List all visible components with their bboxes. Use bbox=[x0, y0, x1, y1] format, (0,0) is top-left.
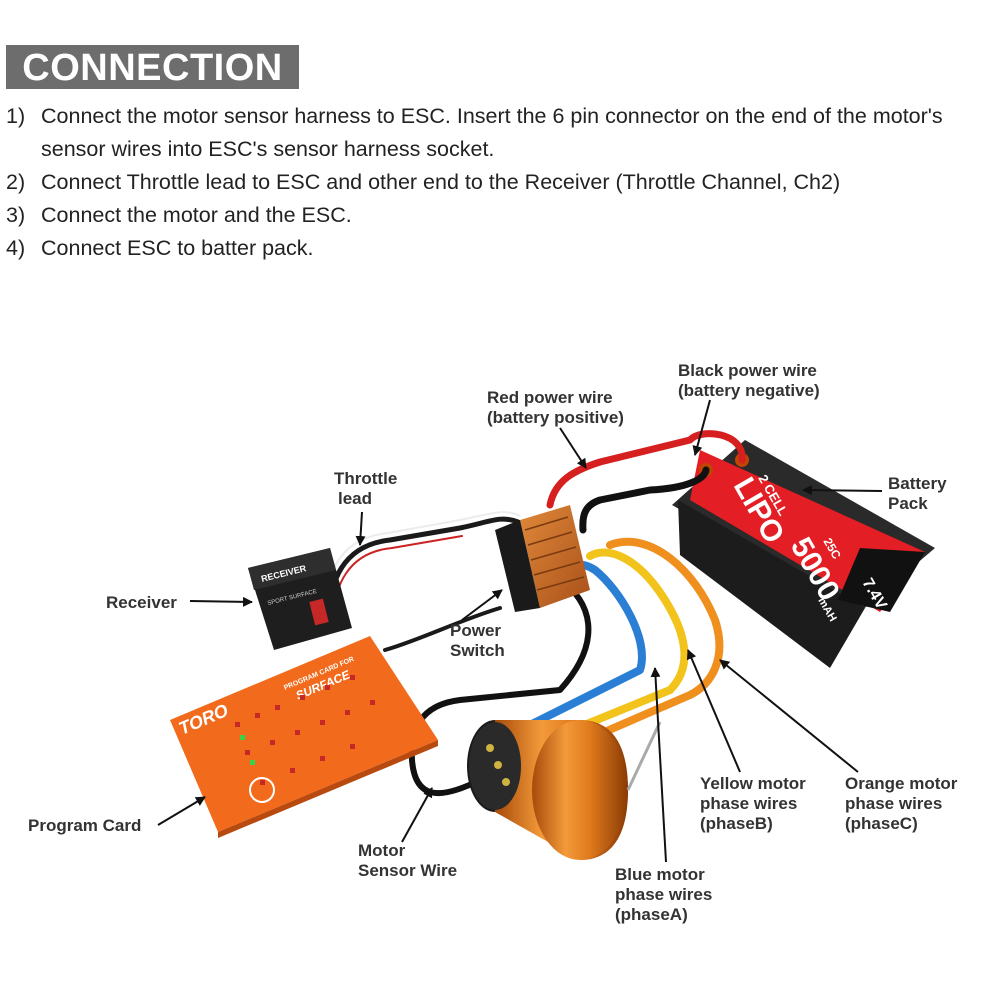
throttle-arrow bbox=[355, 511, 366, 546]
section-title-background bbox=[6, 45, 299, 89]
black-wire-label-line1: Black power wire bbox=[678, 361, 817, 380]
program-card-board bbox=[170, 636, 438, 832]
throttle-label-line2: lead bbox=[338, 489, 372, 508]
instruction-step-3: 3) Connect the motor and the ESC. bbox=[6, 199, 1000, 232]
receiver-top bbox=[248, 548, 336, 590]
battery-rating-badge bbox=[818, 531, 848, 565]
throttle-label-line1: Throttle bbox=[334, 469, 397, 488]
sensor-wire-label-line1: Motor bbox=[358, 841, 406, 860]
program-card-green-leds bbox=[240, 735, 255, 765]
yellow-label-line2: phase wires bbox=[700, 794, 797, 813]
step-number: 4) bbox=[6, 236, 26, 260]
receiver-label: Receiver bbox=[106, 593, 177, 612]
red-wire-arrow bbox=[559, 427, 587, 469]
black-wire-label-line2: (battery negative) bbox=[678, 381, 820, 400]
sensor-wire-label-line2: Sensor Wire bbox=[358, 861, 457, 880]
throttle-lead-red bbox=[334, 535, 463, 629]
step-text: Connect Throttle lead to ESC and other e… bbox=[41, 170, 841, 194]
power-switch-arrow bbox=[461, 589, 503, 621]
esc-fins bbox=[524, 516, 585, 591]
red-wire-label-line2: (battery positive) bbox=[487, 408, 624, 427]
step-number: 1) bbox=[6, 104, 26, 128]
sensor-wire-arrow bbox=[401, 787, 433, 843]
yellow-label-line3: (phaseB) bbox=[700, 814, 773, 833]
instruction-list: 1) Connect the motor sensor harness to E… bbox=[6, 100, 1000, 265]
step-text: Connect the motor sensor harness to ESC.… bbox=[41, 104, 943, 161]
blue-label-line2: phase wires bbox=[615, 885, 712, 904]
motor-solder-tab bbox=[494, 761, 502, 769]
motor-solder-tab bbox=[502, 778, 510, 786]
blue-label-line1: Blue motor bbox=[615, 865, 705, 884]
receiver-unit: RECEIVER SPORT SURFACE bbox=[248, 548, 352, 650]
instruction-step-2: 2) Connect Throttle lead to ESC and othe… bbox=[6, 166, 1000, 199]
black-power-wire bbox=[579, 466, 710, 534]
red-wire-label-line1: Red power wire bbox=[487, 388, 613, 407]
program-card-label: Program Card bbox=[28, 816, 141, 835]
red-power-wire bbox=[546, 430, 746, 509]
yellow-label-line1: Yellow motor bbox=[700, 774, 806, 793]
step-number: 2) bbox=[6, 170, 26, 194]
program-card: TORO PROGRAM CARD FOR SURFACE bbox=[170, 636, 438, 838]
program-card-lead bbox=[383, 606, 502, 652]
receiver-arrow bbox=[189, 596, 253, 607]
battery-arrow bbox=[802, 485, 883, 496]
program-card-edge bbox=[218, 740, 438, 838]
yellow-arrow bbox=[686, 649, 741, 773]
step-number: 3) bbox=[6, 203, 26, 227]
esc-body bbox=[495, 520, 540, 612]
black-wire-arrow bbox=[692, 399, 711, 456]
step-text: Connect the motor and the ESC. bbox=[41, 203, 352, 227]
power-switch-label-line1: Power bbox=[450, 621, 501, 640]
battery-dark-panel bbox=[838, 548, 925, 612]
receiver-plug bbox=[309, 598, 329, 626]
battery-pack: 2 CELL LIPO 5000 mAH 25C 7.4V bbox=[672, 440, 935, 668]
blue-label-line3: (phaseA) bbox=[615, 905, 688, 924]
section-title: CONNECTION bbox=[22, 47, 283, 89]
esc-unit bbox=[495, 505, 590, 612]
program-card-leds bbox=[235, 675, 375, 785]
esc-heatsink bbox=[520, 505, 590, 608]
instruction-step-4: 4) Connect ESC to batter pack. bbox=[6, 232, 1000, 265]
program-card-arrow bbox=[157, 796, 206, 826]
yellow-phase-wire bbox=[524, 548, 689, 752]
motor-can-front bbox=[532, 720, 628, 860]
instruction-step-1: 1) Connect the motor sensor harness to E… bbox=[6, 100, 1000, 166]
battery-label-line2: Pack bbox=[888, 494, 928, 513]
motor-solder-tab bbox=[486, 744, 494, 752]
battery-side bbox=[678, 500, 865, 668]
orange-label-line2: phase wires bbox=[845, 794, 942, 813]
orange-arrow bbox=[719, 659, 859, 773]
step-text: Connect ESC to batter pack. bbox=[41, 236, 314, 260]
power-switch-label-line2: Switch bbox=[450, 641, 505, 660]
program-card-button-icon bbox=[249, 777, 275, 803]
motor-shaft bbox=[626, 721, 662, 791]
blue-arrow bbox=[650, 667, 667, 863]
callout-labels: Black power wire (battery negative) Red … bbox=[28, 361, 958, 924]
orange-label-line1: Orange motor bbox=[845, 774, 958, 793]
orange-phase-wire bbox=[531, 537, 724, 766]
brushless-motor bbox=[467, 720, 662, 860]
battery-label-line1: Battery bbox=[888, 474, 947, 493]
orange-label-line3: (phaseC) bbox=[845, 814, 918, 833]
callout-arrows bbox=[157, 399, 883, 863]
